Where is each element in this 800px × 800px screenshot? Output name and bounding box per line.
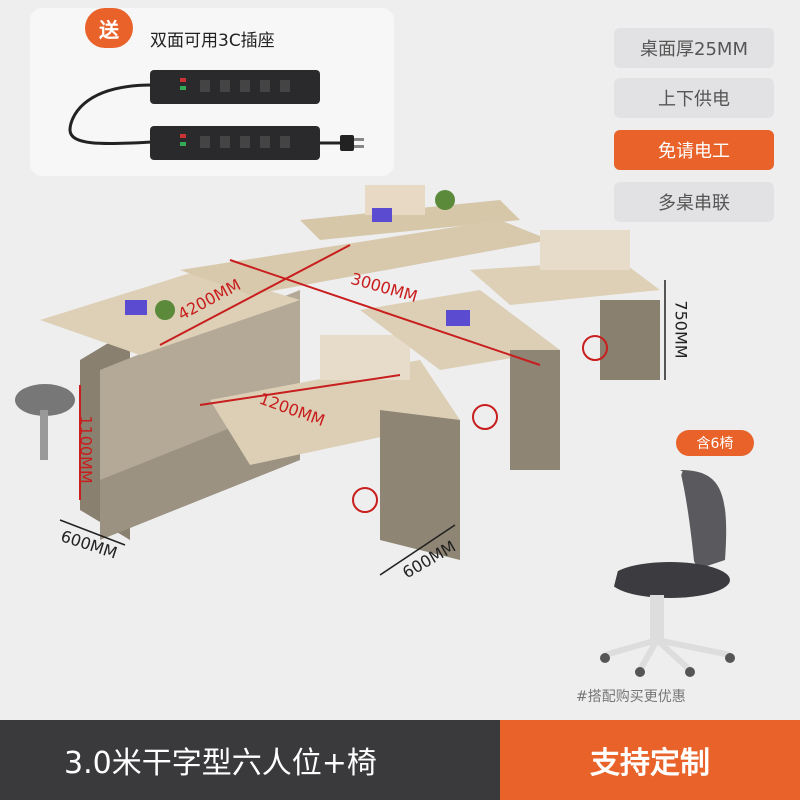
chair-count-badge: 含6椅 — [676, 430, 754, 456]
laptop-icon — [372, 208, 392, 222]
excluded-icon — [352, 487, 378, 513]
feature-tag-thickness: 桌面厚25MM — [614, 28, 774, 68]
dimension-line-1200 — [199, 374, 401, 406]
laptop-icon — [446, 310, 470, 326]
promo-title: 双面可用3C插座 — [150, 31, 275, 51]
product-title-bar: 3.0米干字型六人位+椅 — [0, 720, 500, 800]
desk-illustration — [15, 185, 666, 576]
bundle-promo-note: #搭配购买更优惠 — [576, 689, 686, 705]
office-chair-illustration — [600, 468, 735, 677]
dimension-line-600-left — [59, 519, 126, 546]
dimension-line-4200 — [159, 244, 351, 346]
power-strip-top — [150, 70, 320, 104]
gift-badge: 送 — [85, 8, 133, 48]
feature-tag-power: 上下供电 — [614, 78, 774, 118]
dim-750: 750MM — [671, 300, 691, 359]
feature-tag-no-electrician: 免请电工 — [614, 130, 774, 170]
customize-button[interactable]: 支持定制 — [500, 720, 800, 800]
dimension-line-3000 — [229, 259, 541, 366]
plant-icon — [155, 300, 175, 320]
laptop-icon — [125, 300, 147, 315]
excluded-icon — [472, 404, 498, 430]
excluded-icon — [582, 335, 608, 361]
plant-icon — [435, 190, 455, 210]
dimension-line-600-right — [379, 524, 456, 576]
power-cable — [68, 83, 153, 146]
power-strip-illustration — [68, 70, 364, 160]
desk-middle — [360, 290, 560, 470]
feature-tag-multi-desk: 多桌串联 — [614, 182, 774, 222]
desk-front — [210, 335, 460, 560]
power-strip-bottom — [150, 126, 364, 160]
dim-1100: 1100MM — [76, 415, 96, 484]
desk-right — [470, 230, 660, 380]
office-chair-left — [15, 384, 75, 460]
